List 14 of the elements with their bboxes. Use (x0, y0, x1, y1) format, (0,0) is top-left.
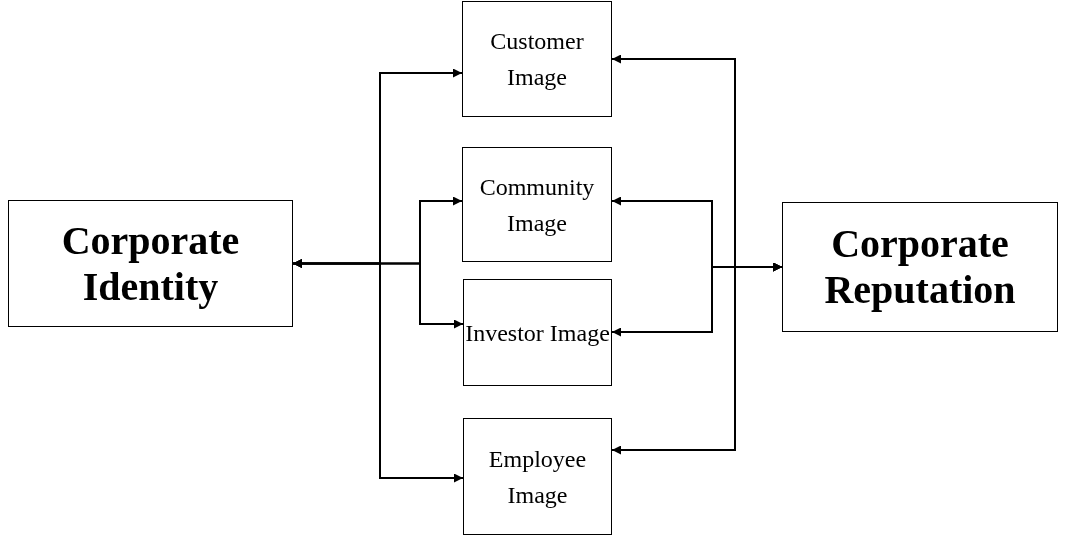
process-box (462, 1, 612, 117)
arrow (611, 262, 783, 455)
box-label: Investor Image (465, 318, 610, 348)
box-label: Corporate Identity (60, 217, 241, 310)
process-box (8, 200, 293, 327)
box-label: Customer Image (489, 27, 585, 92)
box-label: Employee Image (487, 444, 588, 510)
box-label: Corporate Reputation (823, 221, 1017, 313)
process-box (462, 147, 612, 262)
box-label: Community Image (478, 172, 596, 238)
process-box (463, 279, 612, 386)
arrow (292, 259, 464, 483)
process-box (782, 202, 1058, 332)
process-box (463, 418, 612, 535)
